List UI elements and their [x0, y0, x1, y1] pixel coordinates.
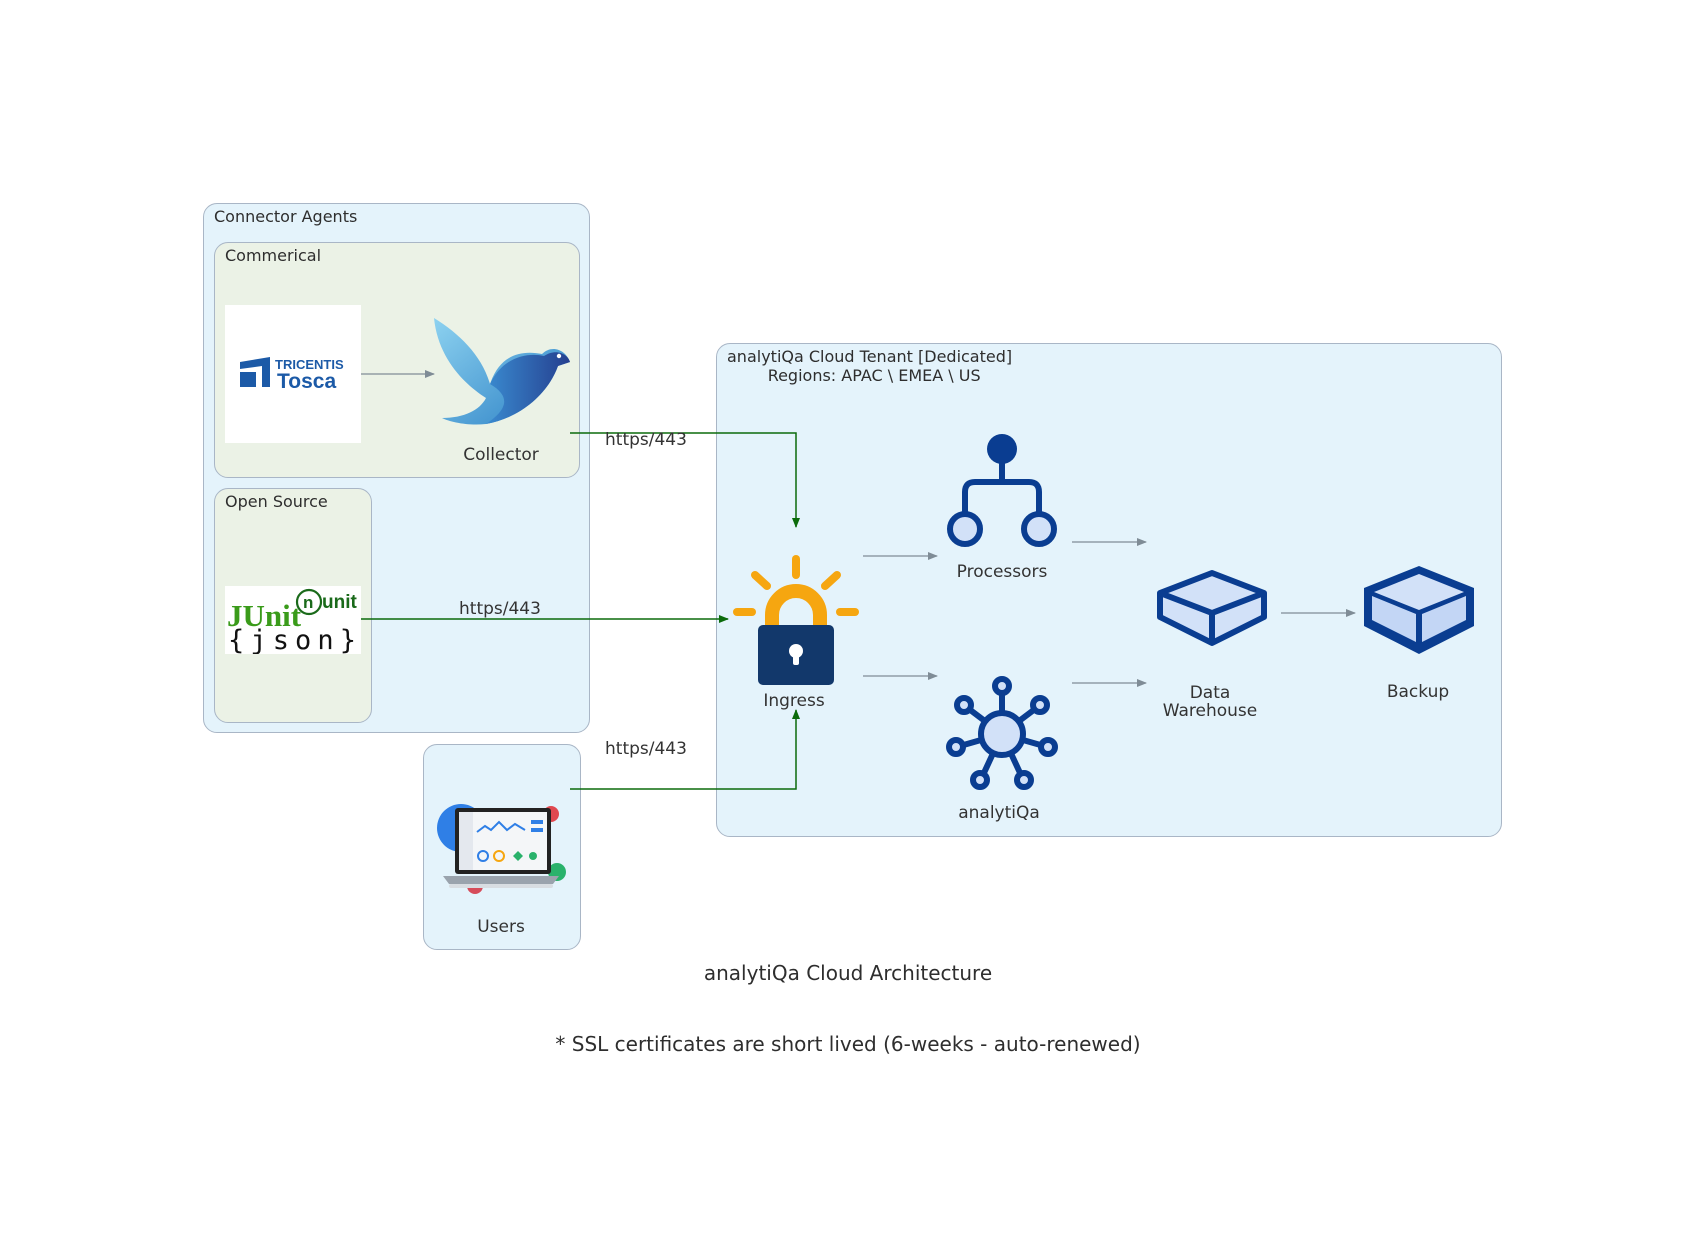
tosca-logo: TRICENTIS Tosca	[225, 305, 361, 443]
opensource-logo: JUnit n unit {json}	[225, 586, 361, 656]
edge-label-users: https/443	[605, 739, 687, 759]
cluster-title: Open Source	[225, 492, 328, 511]
junit-logo: JUnit	[227, 598, 302, 633]
processors-hierarchy-icon	[942, 432, 1062, 552]
edge-collector-ingress	[570, 432, 800, 528]
analytiqa-label: analytiQa	[958, 803, 1040, 823]
ingress-lock-icon	[732, 553, 860, 687]
backup-label: Backup	[1386, 682, 1450, 702]
edge-label-collector: https/443	[605, 430, 687, 450]
data-warehouse-box-icon	[1152, 565, 1272, 651]
ingress-label: Ingress	[763, 691, 825, 711]
collector-label: Collector	[463, 445, 539, 465]
analytiqa-hub-icon	[942, 674, 1062, 794]
backup-box-icon	[1360, 562, 1478, 658]
diagram-title: analytiQa Cloud Architecture	[703, 961, 993, 985]
edge-label-opensource: https/443	[459, 599, 541, 619]
svg-text:n: n	[303, 593, 313, 612]
diagram-note: * SSL certificates are short lived (6-we…	[555, 1032, 1141, 1056]
users-label: Users	[477, 917, 525, 937]
laptop-dashboard-icon	[435, 800, 567, 900]
cluster-title: analytiQa Cloud Tenant [Dedicated] Regio…	[727, 347, 1013, 385]
nunit-logo: unit	[322, 592, 357, 613]
cluster-title: Commerical	[225, 246, 322, 265]
tosca-logo-line2: Tosca	[277, 370, 336, 393]
nunit-circle-icon	[295, 588, 323, 616]
edge-users-ingress	[570, 709, 800, 790]
cluster-title: Connector Agents	[214, 207, 358, 226]
collector-bird-icon	[430, 314, 575, 432]
tosca-logo-line1: TRICENTIS	[275, 357, 344, 372]
data-warehouse-label: Data Warehouse	[1162, 683, 1258, 721]
processors-label: Processors	[956, 562, 1048, 582]
